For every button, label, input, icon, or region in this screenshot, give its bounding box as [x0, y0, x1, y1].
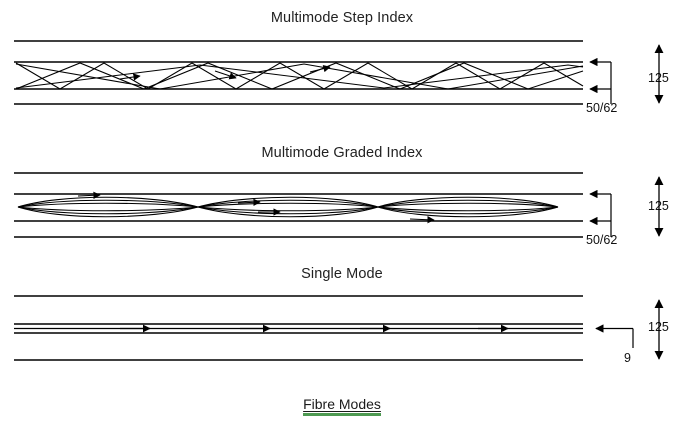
core-label-step-index: 50/62 [586, 101, 618, 115]
graded-index-core-dimension [589, 189, 612, 237]
panel-graded-index [14, 172, 664, 238]
step-index-boundaries [14, 40, 583, 105]
graded-index-boundaries [14, 172, 583, 238]
section-title-graded-index: Multimode Graded Index [261, 145, 423, 161]
core-label-graded-index: 50/62 [586, 233, 618, 247]
graded-index-rays [17, 196, 559, 218]
single-mode-boundaries [14, 295, 583, 361]
section-title-single-mode: Single Mode [301, 266, 383, 282]
panel-single-mode [14, 295, 664, 361]
single-mode-core-dimension [595, 324, 634, 348]
step-index-core-dimension [589, 57, 612, 104]
step-index-ray-arrows [119, 65, 331, 81]
core-label-single-mode: 9 [624, 351, 631, 365]
section-title-step-index: Multimode Step Index [270, 10, 414, 26]
step-index-rays [15, 62, 584, 90]
graded-index-ray-arrows [77, 191, 435, 224]
panel-step-index [14, 40, 664, 105]
